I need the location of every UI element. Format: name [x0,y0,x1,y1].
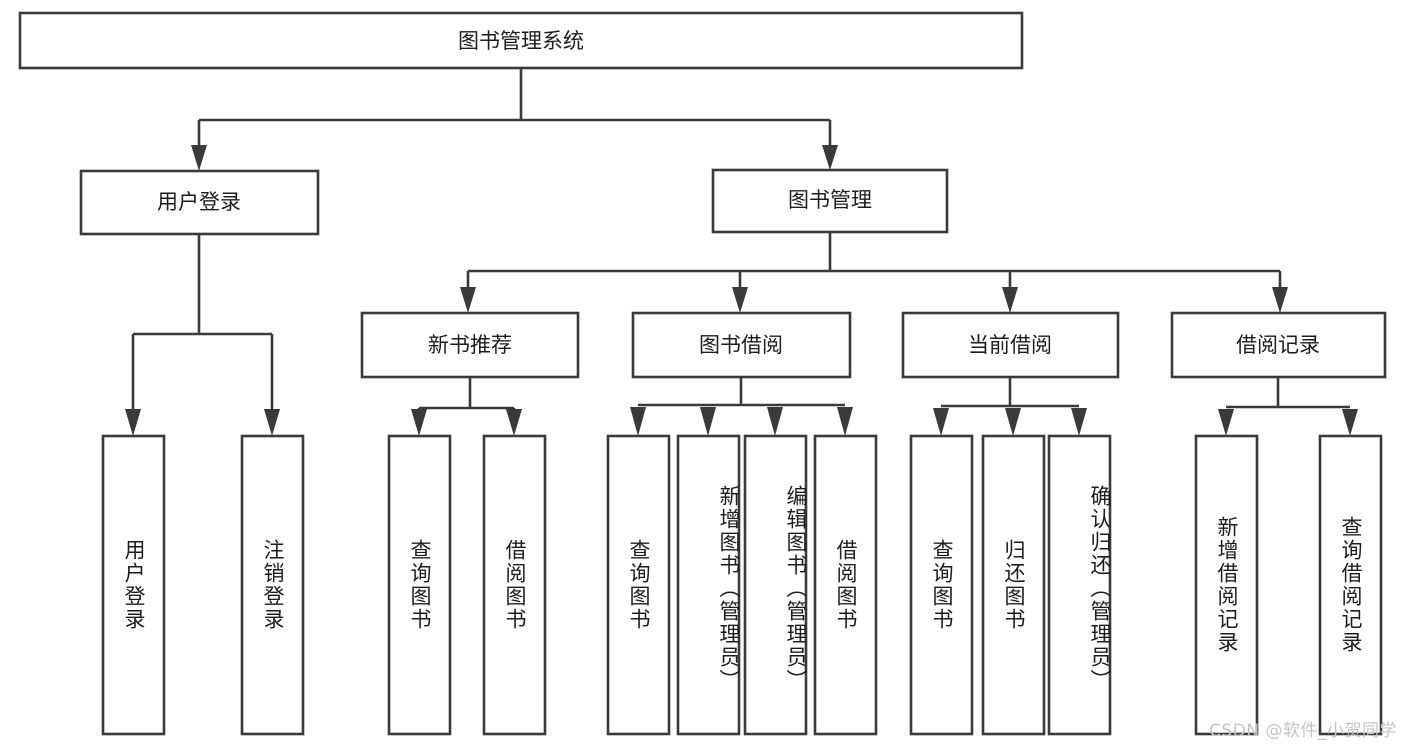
node-new-book-rec[interactable]: 新书推荐 [360,311,580,379]
leaf-query-book-rec-box[interactable] [387,434,452,736]
arrow-to-user-login [191,145,207,171]
arrow-to-new-book-rec [460,287,476,313]
leaf-query-record-box[interactable] [1318,434,1383,736]
edges-book-borrow-to-leaves [630,377,853,436]
edges-borrow-record-to-leaves [1218,377,1358,436]
node-borrow-record-box[interactable] [1170,311,1387,379]
leaf-edit-book-box[interactable] [743,434,808,736]
leaf-confirm-return-box[interactable] [1047,434,1112,736]
node-root[interactable]: 图书管理系统 [18,11,1024,70]
arrow-to-leaf-borrow-book-rec [506,409,522,436]
node-book-manage[interactable]: 图书管理 [711,168,949,234]
node-borrow-record-label: 借阅记录 [1236,333,1320,357]
leaf-add-book-box[interactable] [676,434,741,736]
arrow-to-leaf-return-book [1005,408,1021,436]
leaf-query-book-box[interactable] [606,434,671,736]
arrow-to-leaf-query-record [1342,409,1358,436]
node-book-manage-box[interactable] [711,168,949,234]
leaf-add-record-box[interactable] [1194,434,1259,736]
node-book-borrow[interactable]: 图书借阅 [631,311,852,379]
arrow-to-leaf-add-record [1218,409,1234,436]
leaf-borrow-book-rec-box[interactable] [482,434,547,736]
leaf-boxes [101,434,1383,736]
node-book-borrow-box[interactable] [631,311,852,379]
edges-root-to-level1 [191,68,838,171]
node-current-borrow-label: 当前借阅 [968,333,1052,357]
arrow-to-leaf-query-book-cur [933,408,949,436]
arrow-to-book-manage [822,145,838,170]
node-borrow-record[interactable]: 借阅记录 [1170,311,1387,379]
arrow-to-leaf-logout [264,409,280,436]
edges-current-borrow-to-leaves [933,377,1087,436]
node-current-borrow[interactable]: 当前借阅 [901,311,1120,379]
arrow-to-leaf-borrow-book [837,407,853,436]
watermark-text: CSDN @软件_小贺同学 [1209,721,1397,741]
leaf-return-book-box[interactable] [981,434,1046,736]
arrow-to-leaf-edit-book [767,407,783,436]
arrow-to-current-borrow [1002,287,1018,313]
arrow-to-book-borrow [732,287,748,313]
node-book-manage-label: 图书管理 [788,188,872,212]
edges-book-manage-to-level2 [460,232,1288,313]
node-book-borrow-label: 图书借阅 [699,333,783,357]
node-user-login-box[interactable] [79,169,320,236]
edges-user-login-to-leaves [125,234,280,436]
node-new-book-rec-box[interactable] [360,311,580,379]
arrow-to-leaf-add-book [700,407,716,436]
leaf-user-login-box[interactable] [101,434,166,736]
leaf-logout-box[interactable] [240,434,305,736]
arrow-to-leaf-confirm-return [1071,408,1087,436]
arrow-to-leaf-user-login [125,409,141,436]
arrow-to-borrow-record [1272,287,1288,313]
node-root-box[interactable] [18,11,1024,70]
arrow-to-leaf-query-book-rec [411,409,427,436]
edges-new-book-rec-to-leaves [411,377,522,436]
node-user-login-label: 用户登录 [157,190,241,214]
node-current-borrow-box[interactable] [901,311,1120,379]
node-root-label: 图书管理系统 [458,29,584,53]
arrow-to-leaf-query-book [630,407,646,436]
node-new-book-rec-label: 新书推荐 [428,333,512,357]
leaf-borrow-book-box[interactable] [813,434,878,736]
node-user-login[interactable]: 用户登录 [79,169,320,236]
leaf-query-book-cur-box[interactable] [909,434,974,736]
